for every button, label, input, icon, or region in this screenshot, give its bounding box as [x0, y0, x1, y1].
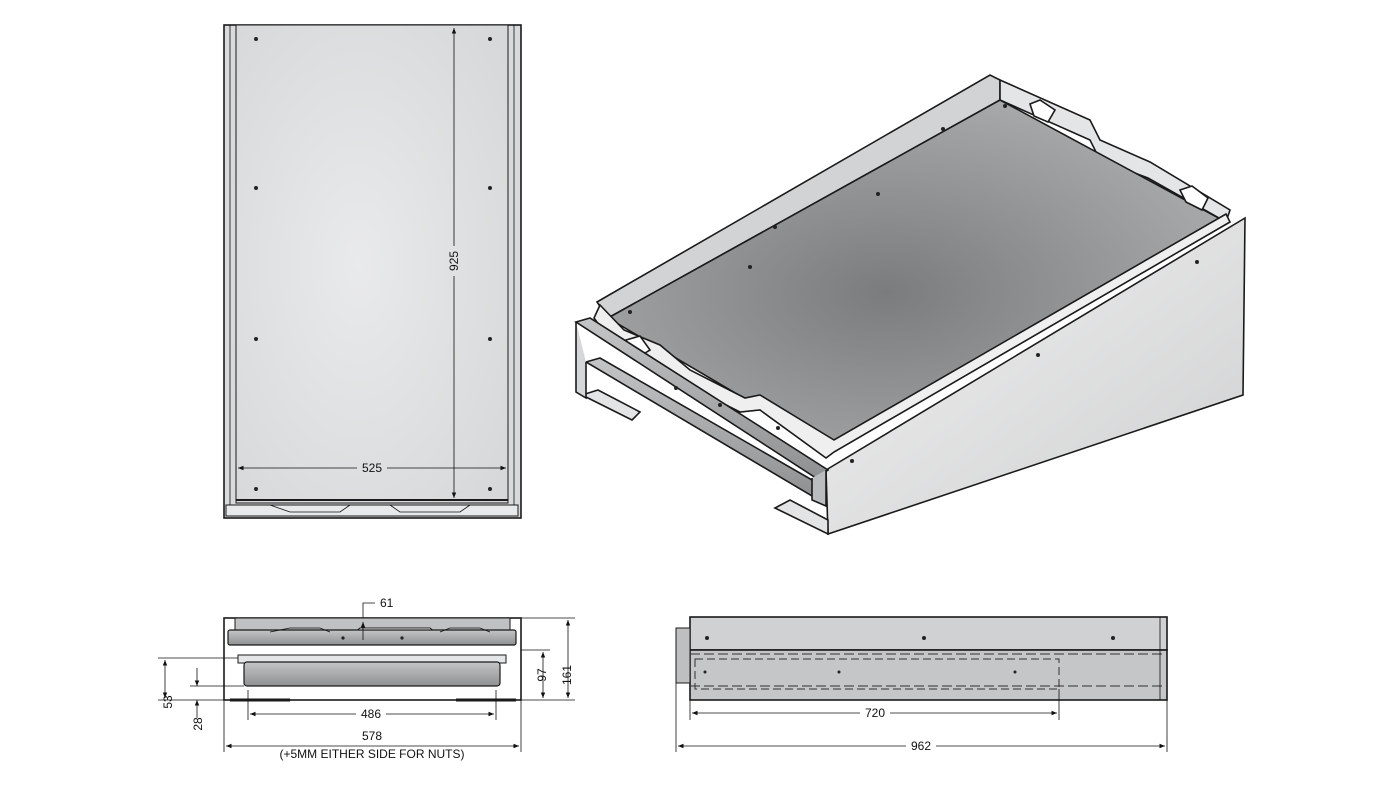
- iso-handle-slot-back: [1029, 99, 1057, 124]
- dim-578-label: 578: [362, 729, 382, 743]
- iso-handle-slot-right: [1178, 185, 1210, 212]
- iso-rail-end-cap: [811, 470, 827, 508]
- iso-left-foot: [579, 389, 642, 421]
- dim-525-label: 525: [362, 461, 382, 475]
- top-view-handle-cutouts: [269, 504, 471, 513]
- dim-720-label: 720: [865, 706, 885, 720]
- front-view-lower-shelf: [243, 661, 501, 687]
- dim-53-label: 53: [161, 695, 175, 709]
- front-view-handle-cutouts: [269, 627, 491, 633]
- front-view: 61 161 97 53 28 486 578 (+5MM EITHER SID…: [158, 596, 575, 761]
- dim-61-leader: [362, 602, 375, 618]
- side-view-lower-panel: [689, 649, 1168, 701]
- iso-right-side-panel: [825, 216, 1246, 536]
- isometric-view: [574, 74, 1246, 536]
- top-view: 925 525: [223, 24, 522, 519]
- dim-97-label: 97: [535, 668, 549, 682]
- iso-holes: [628, 104, 1199, 463]
- side-view-holes: [703, 636, 1115, 674]
- dim-161-label: 161: [560, 665, 574, 685]
- iso-left-end-bracket: [575, 322, 587, 400]
- top-view-front-handle-plate: [225, 504, 519, 517]
- top-view-tray-panel: [235, 24, 509, 504]
- top-view-mounting-holes: [254, 37, 492, 491]
- dim-28-label: 28: [191, 717, 205, 731]
- iso-upper-slide-rail: [574, 317, 830, 479]
- front-view-upper-shelf: [227, 629, 517, 646]
- side-view-hidden-slide: [694, 658, 1060, 690]
- dim-962-label: 962: [911, 739, 931, 753]
- dim-486-label: 486: [361, 707, 381, 721]
- dim-925-label: 925: [447, 251, 461, 271]
- side-view: 720 962: [675, 616, 1168, 753]
- dim-578-note: (+5MM EITHER SIDE FOR NUTS): [279, 747, 464, 761]
- dim-61-label: 61: [380, 596, 394, 610]
- iso-front-foot: [773, 499, 829, 536]
- side-view-front-bracket: [675, 627, 691, 684]
- side-view-upper-panel: [689, 616, 1168, 651]
